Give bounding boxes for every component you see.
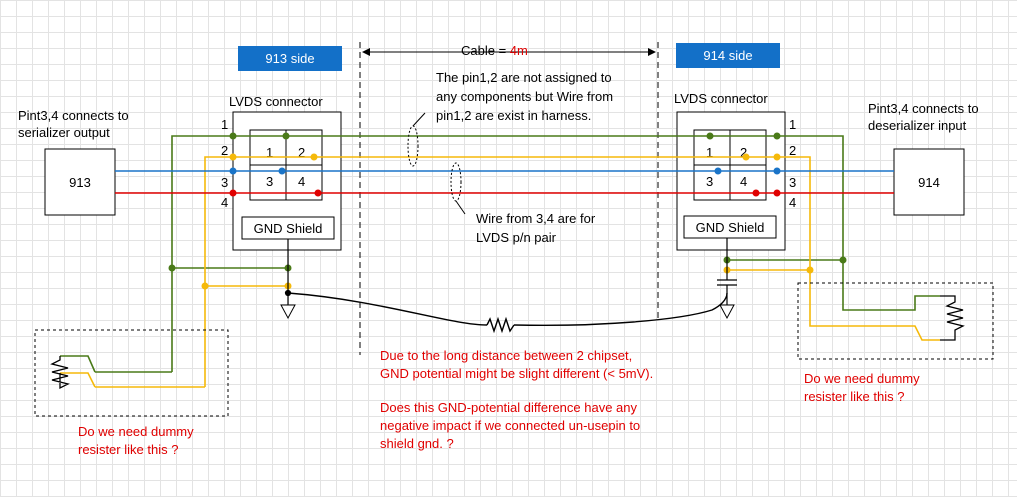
left-dummy-resistor-icon (50, 356, 70, 390)
arrow-right-icon (648, 48, 656, 56)
chip-914-label: 914 (918, 175, 940, 190)
left-dummy-question-line1: Do we need dummy (78, 424, 194, 439)
left-pin1-label: 1 (266, 145, 273, 160)
right-note-line2: deserializer input (868, 118, 967, 133)
right-pin4-label: 4 (740, 174, 747, 189)
left-side-badge (238, 46, 342, 71)
cable-label: Cable = 4m (461, 43, 528, 58)
right-outer-pin2: 2 (789, 143, 796, 158)
left-outer-pin4: 4 (221, 195, 228, 210)
right-note-line1: Pint3,4 connects to (868, 101, 979, 116)
right-side-badge (676, 43, 780, 68)
right-connector-title: LVDS connector (674, 91, 768, 106)
question-line4: negative impact if we connected un-usepi… (380, 418, 640, 433)
question-line2: GND potential might be slight different … (380, 366, 653, 381)
pin1-wire (60, 135, 940, 373)
right-dummy-question-line1: Do we need dummy (804, 371, 920, 386)
chip-914 (893, 148, 965, 216)
right-outer-pin4: 4 (789, 195, 796, 210)
pin12-pair-ellipse (407, 125, 419, 167)
left-gnd-shield-label: GND Shield (254, 221, 323, 236)
left-pin3-label: 3 (266, 174, 273, 189)
right-outer-pin3: 3 (789, 175, 796, 190)
right-gnd-shield (683, 215, 777, 239)
pin34-pair-ellipse (450, 162, 462, 202)
question-line3: Does this GND-potential difference have … (380, 400, 638, 415)
left-pin2-label: 2 (298, 145, 305, 160)
right-pin1-label: 1 (706, 145, 713, 160)
left-pin4-label: 4 (298, 174, 305, 189)
left-dummy-question-line2: resister like this ? (78, 442, 178, 457)
right-dummy-question-line2: resister like this ? (804, 389, 904, 404)
ground-resistor-path (287, 292, 728, 334)
left-outer-pin1: 1 (221, 117, 228, 132)
question-line1: Due to the long distance between 2 chips… (380, 348, 632, 363)
right-ground-icon (719, 304, 735, 320)
arrow-left-icon (362, 48, 370, 56)
lvds-note-line2: LVDS p/n pair (476, 230, 557, 245)
lvds-pointer (455, 200, 466, 215)
unassigned-note-line3: pin1,2 are exist in harness. (436, 108, 591, 123)
chip-913-label: 913 (69, 175, 91, 190)
left-outer-pin2: 2 (221, 143, 228, 158)
left-ground-icon (280, 304, 296, 320)
right-side-badge-label: 914 side (703, 48, 752, 63)
right-outer-pin1: 1 (789, 117, 796, 132)
right-dummy-resistor-icon (940, 295, 965, 341)
left-note-line2: serializer output (18, 125, 110, 140)
left-dummy-box (34, 329, 229, 417)
unassigned-note-line2: any components but Wire from (436, 89, 613, 104)
left-outer-pin3: 3 (221, 175, 228, 190)
lvds-note-line1: Wire from 3,4 are for (476, 211, 596, 226)
right-pin2-label: 2 (740, 145, 747, 160)
left-connector-title: LVDS connector (229, 94, 323, 109)
right-pin3-label: 3 (706, 174, 713, 189)
chip-913 (44, 148, 116, 216)
question-line5: shield gnd. ? (380, 436, 454, 451)
unassigned-pointer (412, 112, 426, 127)
left-note-line1: Pint3,4 connects to (18, 108, 129, 123)
unassigned-note-line1: The pin1,2 are not assigned to (436, 70, 612, 85)
left-side-badge-label: 913 side (265, 51, 314, 66)
right-gnd-shield-label: GND Shield (696, 220, 765, 235)
right-dummy-box (797, 282, 994, 360)
